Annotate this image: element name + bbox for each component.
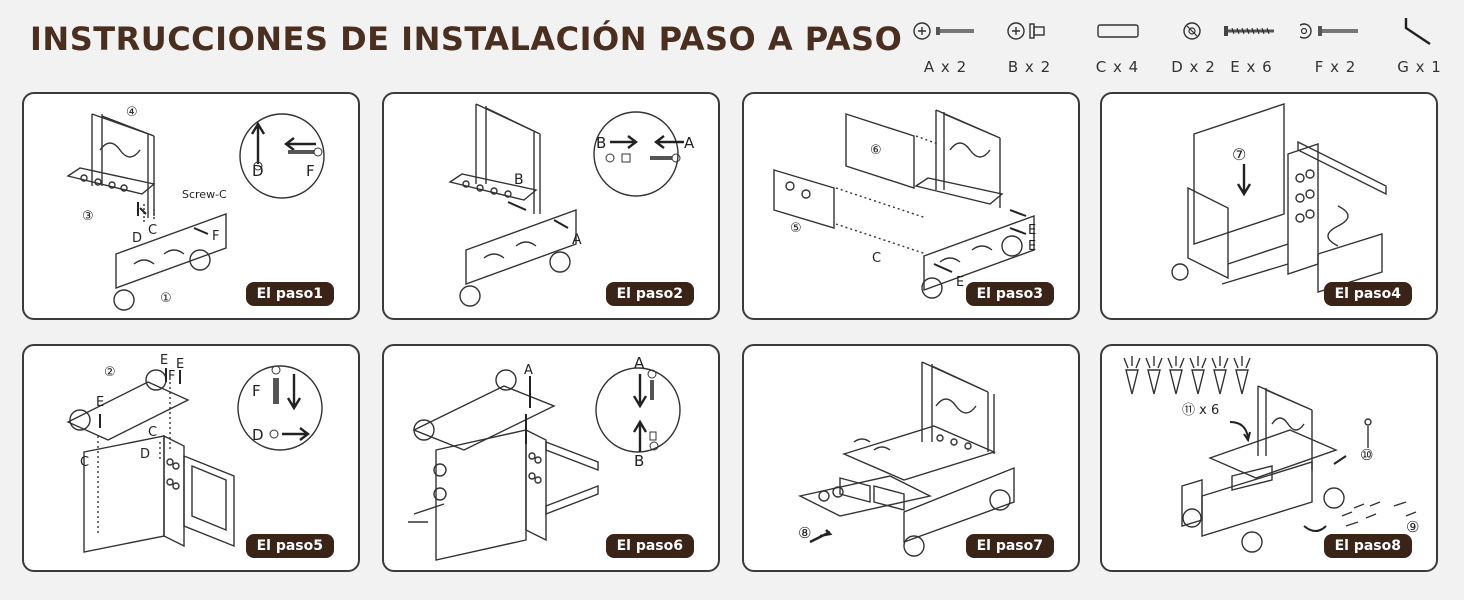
step-8-panel: ⑪ x 6 ⑩ ⑨ El paso8 [1100, 344, 1438, 572]
step-7-label-n8: ⑧ [798, 524, 811, 542]
step-4-label-n7: ⑦ [1232, 145, 1246, 164]
step-6-zoom-circle [595, 367, 681, 453]
step-4-badge: El paso4 [1323, 282, 1412, 306]
step-5-illustration: ② E F E E C C D F D [66, 353, 323, 553]
step-2-illustration: B A B A [448, 103, 695, 307]
step-1-label-d: D [132, 231, 142, 246]
step-1-label-n3: ③ [82, 209, 94, 224]
step-1-zoom-label-f: F [306, 162, 315, 180]
step-1-label-screw: Screw-C [182, 188, 227, 201]
step-3-label-n6: ⑥ [870, 143, 882, 158]
step-4-panel: ⑦ El paso4 [1100, 92, 1438, 320]
step-5-panel: ② E F E E C C D F D El paso5 [22, 344, 360, 572]
part-a: A x 2 [910, 14, 980, 80]
step-8-label-n10: ⑩ [1360, 446, 1373, 464]
part-g-label: G x 1 [1397, 58, 1441, 76]
hex-key-icon [1404, 18, 1431, 45]
part-a-label: A x 2 [923, 58, 967, 76]
step-1-label-n1: ① [160, 291, 172, 306]
step-3-badge: El paso3 [965, 282, 1054, 306]
wood-screw-icon [1224, 26, 1274, 36]
step-5-zoom-label-f: F [252, 382, 261, 400]
step-6-badge: El paso6 [605, 534, 694, 558]
part-f-label: F x 2 [1314, 58, 1356, 76]
step-1-zoom-circle [239, 113, 325, 199]
part-e: E x 6 [1216, 14, 1286, 80]
step-8-label-n11: ⑪ x 6 [1182, 403, 1219, 418]
step-5-label-e2: E [160, 353, 168, 368]
step-5-zoom-circle [237, 365, 323, 451]
step-3-label-e3: E [956, 275, 964, 290]
dowel-icon [1097, 24, 1139, 38]
step-6-label-a: A [524, 363, 533, 378]
barrel-nut-icon [1183, 22, 1201, 40]
step-6-zoom-label-b: B [634, 452, 644, 470]
step-2-badge: El paso2 [605, 282, 694, 306]
part-b-label: B x 2 [1007, 58, 1051, 76]
step-6-zoom-label-a: A [634, 354, 645, 372]
step-1-illustration: ④ ③ ① Screw-C D C F D F [66, 105, 325, 311]
step-3-illustration: ⑥ ⑤ C E E E [773, 109, 1036, 299]
step-5-label-e3: E [176, 357, 184, 372]
step-5-label-d: D [140, 447, 150, 462]
step-8-illustration: ⑪ x 6 ⑩ ⑨ [1123, 356, 1419, 553]
step-2-zoom-circle [593, 111, 679, 197]
part-f: F x 2 [1300, 14, 1370, 80]
step-3-label-e1: E [1028, 223, 1036, 238]
step-2-zoom-label-b: B [596, 134, 606, 152]
step-3-label-n5: ⑤ [790, 221, 802, 236]
step-6-panel: A A B El paso6 [382, 344, 720, 572]
step-1-label-c: C [148, 223, 157, 238]
step-4-illustration: ⑦ [1171, 103, 1387, 293]
step-5-label-c2: C [148, 425, 157, 440]
step-5-label-e1: E [96, 395, 104, 410]
part-d-label: D x 2 [1171, 58, 1215, 76]
step-3-label-e2: E [1028, 239, 1036, 254]
step-3-panel: ⑥ ⑤ C E E E El paso3 [742, 92, 1080, 320]
step-5-zoom-label-d: D [252, 426, 264, 444]
step-7-illustration: ⑧ [797, 361, 1015, 557]
long-screw-icon [913, 22, 974, 40]
step-1-zoom-label-d: D [252, 162, 264, 180]
step-1-label-f: F [212, 229, 219, 244]
bolt-icon [1300, 23, 1358, 39]
part-c: C x 4 [1082, 14, 1152, 80]
step-5-label-n2: ② [104, 365, 116, 380]
step-8-badge: El paso8 [1323, 534, 1412, 558]
part-b: B x 2 [994, 14, 1064, 80]
part-g: G x 1 [1384, 14, 1454, 80]
step-6-illustration: A A B [408, 354, 681, 561]
step-2-label-b: B [514, 172, 524, 188]
page-title: INSTRUCCIONES DE INSTALACIÓN PASO A PASO [30, 20, 903, 58]
step-2-zoom-label-a: A [684, 134, 695, 152]
step-7-badge: El paso7 [965, 534, 1054, 558]
step-8-label-n9: ⑨ [1406, 518, 1419, 536]
step-2-panel: B A B A El paso2 [382, 92, 720, 320]
step-3-label-c: C [872, 251, 881, 266]
step-5-label-f: F [168, 369, 175, 384]
step-1-label-n4: ④ [126, 105, 138, 120]
short-bolt-icon [1007, 22, 1045, 40]
part-d: D x 2 [1158, 14, 1228, 80]
step-5-badge: El paso5 [245, 534, 334, 558]
step-5-label-c1: C [80, 455, 89, 470]
carrot-icons [1123, 356, 1251, 395]
part-e-label: E x 6 [1230, 58, 1272, 76]
parts-legend: A x 2 B x 2 C x 4 D x 2 E x 6 [910, 14, 1458, 80]
step-2-label-a: A [572, 232, 582, 248]
part-c-label: C x 4 [1095, 58, 1139, 76]
step-7-panel: ⑧ El paso7 [742, 344, 1080, 572]
step-1-badge: El paso1 [245, 282, 334, 306]
step-1-panel: ④ ③ ① Screw-C D C F D F El paso1 [22, 92, 360, 320]
